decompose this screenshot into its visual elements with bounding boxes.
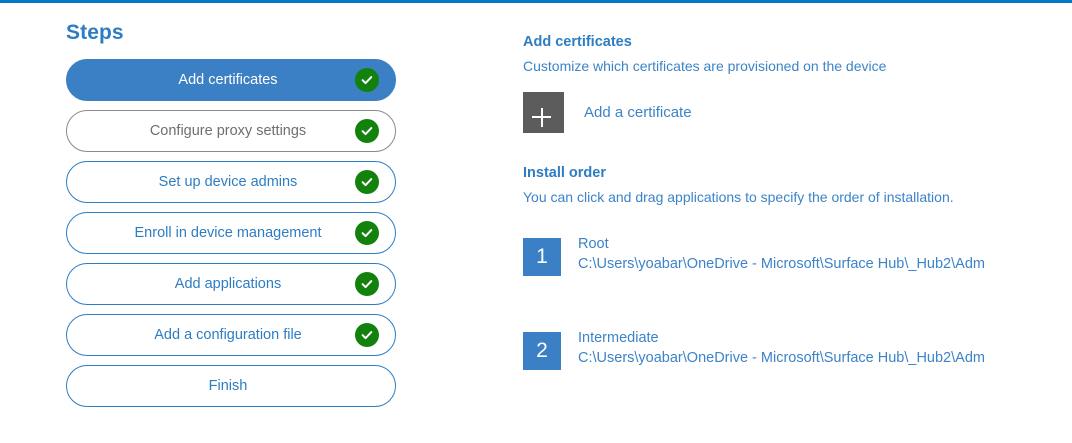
order-item-path: C:\Users\yoabar\OneDrive - Microsoft\Sur… bbox=[578, 350, 985, 366]
install-order-item[interactable]: 1 Root C:\Users\yoabar\OneDrive - Micros… bbox=[523, 236, 1043, 276]
step-label: Add a configuration file bbox=[154, 327, 302, 343]
detail-subtitle: Customize which certificates are provisi… bbox=[523, 58, 887, 74]
provisioning-wizard-page: Steps Add certificates Configure proxy s… bbox=[0, 3, 1072, 443]
step-label: Configure proxy settings bbox=[149, 123, 307, 139]
detail-heading: Add certificates bbox=[523, 34, 632, 50]
check-icon bbox=[355, 68, 379, 92]
step-item-configure-proxy-settings[interactable]: Configure proxy settings bbox=[66, 110, 396, 152]
order-item-name: Root bbox=[578, 236, 609, 252]
step-item-enroll-in-device-management[interactable]: Enroll in device management bbox=[66, 212, 396, 254]
order-number-badge: 1 bbox=[523, 238, 561, 276]
order-item-path: C:\Users\yoabar\OneDrive - Microsoft\Sur… bbox=[578, 256, 985, 272]
top-accent-rule bbox=[0, 0, 1072, 3]
install-order-item[interactable]: 2 Intermediate C:\Users\yoabar\OneDrive … bbox=[523, 330, 1043, 370]
check-icon bbox=[355, 119, 379, 143]
steps-title: Steps bbox=[66, 21, 124, 44]
certificates-detail-panel: Add certificates Customize which certifi… bbox=[523, 33, 1068, 426]
order-item-text: Root C:\Users\yoabar\OneDrive - Microsof… bbox=[578, 234, 985, 274]
install-order-subtitle: You can click and drag applications to s… bbox=[523, 189, 954, 205]
order-item-name: Intermediate bbox=[578, 330, 659, 346]
add-a-certificate-button[interactable]: Add a certificate bbox=[523, 92, 763, 133]
step-label: Finish bbox=[208, 378, 248, 394]
order-number-badge: 2 bbox=[523, 332, 561, 370]
step-item-add-certificates[interactable]: Add certificates bbox=[66, 59, 396, 101]
check-icon bbox=[355, 170, 379, 194]
steps-panel: Steps Add certificates Configure proxy s… bbox=[66, 21, 398, 416]
plus-icon[interactable] bbox=[523, 92, 564, 133]
check-icon bbox=[355, 221, 379, 245]
step-item-add-applications[interactable]: Add applications bbox=[66, 263, 396, 305]
install-order-heading: Install order bbox=[523, 165, 606, 181]
order-item-text: Intermediate C:\Users\yoabar\OneDrive - … bbox=[578, 328, 985, 368]
step-item-finish[interactable]: Finish bbox=[66, 365, 396, 407]
install-order-section: Install order You can click and drag app… bbox=[523, 164, 1068, 206]
check-icon bbox=[355, 272, 379, 296]
step-label: Add applications bbox=[174, 276, 282, 292]
step-item-add-a-configuration-file[interactable]: Add a configuration file bbox=[66, 314, 396, 356]
step-label: Set up device admins bbox=[158, 174, 298, 190]
step-label: Add certificates bbox=[178, 72, 278, 88]
step-item-set-up-device-admins[interactable]: Set up device admins bbox=[66, 161, 396, 203]
step-label: Enroll in device management bbox=[134, 225, 322, 241]
install-order-list: 1 Root C:\Users\yoabar\OneDrive - Micros… bbox=[523, 236, 1068, 370]
check-icon bbox=[355, 323, 379, 347]
add-a-certificate-label: Add a certificate bbox=[584, 103, 692, 121]
